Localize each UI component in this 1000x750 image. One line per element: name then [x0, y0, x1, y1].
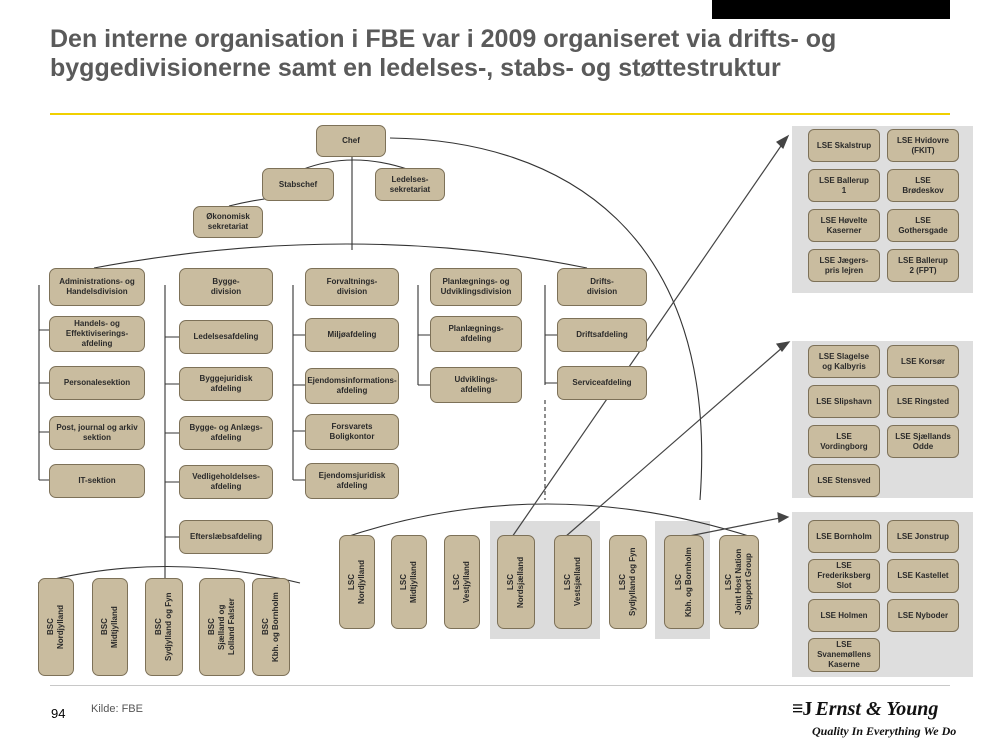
unit-efterslaeb: Efterslæbsafdeling	[179, 520, 273, 554]
footer-rule	[50, 685, 950, 686]
lse-hovelte-kaserner: LSE Høvelte Kaserner	[808, 209, 880, 242]
lse-stensved: LSE Stensved	[808, 464, 880, 497]
lse-slagelse-kalbyris: LSE Slagelse og Kalbyris	[808, 345, 880, 378]
ey-logo-mark-icon: ≡J	[792, 698, 812, 720]
unit-post-journal-arkiv: Post, journal og arkiv sektion	[49, 416, 145, 450]
lse-kastellet: LSE Kastellet	[887, 559, 959, 593]
unit-driftsafdeling: Driftsafdeling	[557, 318, 647, 352]
division-drift: Drifts- division	[557, 268, 647, 306]
lse-brodeskov: LSE Brødeskov	[887, 169, 959, 202]
lse-gothersgade: LSE Gothersgade	[887, 209, 959, 242]
bsc-midtjylland: BSC Midtjylland	[92, 578, 128, 676]
lsc-nordsjaelland: LSC Nordsjælland	[497, 535, 535, 629]
title-line-1: Den interne organisation i FBE var i 200…	[50, 25, 837, 53]
lse-vordingborg: LSE Vordingborg	[808, 425, 880, 458]
page-number: 94	[51, 706, 66, 721]
unit-miljoafdeling: Miljøafdeling	[305, 318, 399, 352]
lse-skalstrup: LSE Skalstrup	[808, 129, 880, 162]
lse-jonstrup: LSE Jonstrup	[887, 520, 959, 553]
unit-personalesektion: Personalesektion	[49, 366, 145, 400]
lsc-vestsjaelland: LSC Vestsjælland	[554, 535, 592, 629]
lsc-sydjylland-fyn: LSC Sydjylland og Fyn	[609, 535, 647, 629]
title-underline	[50, 113, 950, 115]
stabschef-box: Stabschef	[262, 168, 334, 201]
division-forvaltning: Forvaltnings- division	[305, 268, 399, 306]
unit-ejendomsinformation: Ejendomsinformations- afdeling	[305, 368, 399, 404]
lse-holmen: LSE Holmen	[808, 599, 880, 632]
bsc-sydjylland-fyn: BSC Sydjylland og Fyn	[145, 578, 183, 676]
ey-logo-name: Ernst & Young	[815, 698, 939, 720]
lsc-kbh-bornholm: LSC Kbh. og Bornholm	[664, 535, 704, 629]
unit-ledelsesafdeling: Ledelsesafdeling	[179, 320, 273, 354]
lse-sjaellands-odde: LSE Sjællands Odde	[887, 425, 959, 458]
unit-udviklingsafdeling: Udviklings- afdeling	[430, 367, 522, 403]
title-line-2: byggedivisionerne samt en ledelses-, sta…	[50, 54, 781, 82]
lse-nyboder: LSE Nyboder	[887, 599, 959, 632]
ey-tagline: Quality In Everything We Do	[812, 724, 957, 738]
lse-bornholm: LSE Bornholm	[808, 520, 880, 553]
unit-ejendomsjuridisk: Ejendomsjuridisk afdeling	[305, 463, 399, 499]
lse-hvidovre: LSE Hvidovre (FKIT)	[887, 129, 959, 162]
top-black-bar	[712, 0, 950, 19]
lse-ballerup-1: LSE Ballerup 1	[808, 169, 880, 202]
bsc-sjaelland-lolland-falster: BSC Sjælland og Lolland Falster	[199, 578, 245, 676]
okonomisk-sekretariat-box: Økonomisk sekretariat	[193, 206, 263, 238]
ledelsessekretariat-box: Ledelses- sekretariat	[375, 168, 445, 201]
division-planlaegning: Planlægnings- og Udviklingsdivision	[430, 268, 522, 306]
bsc-kbh-bornholm: BSC Kbh. og Bornholm	[252, 578, 290, 676]
lsc-midtjylland: LSC Midtjylland	[391, 535, 427, 629]
lsc-vestjylland: LSC Vestjylland	[444, 535, 480, 629]
lsc-nordjylland: LSC Nordjylland	[339, 535, 375, 629]
unit-serviceafdeling: Serviceafdeling	[557, 366, 647, 400]
unit-it-sektion: IT-sektion	[49, 464, 145, 498]
lse-jaegerspris: LSE Jægers- pris lejren	[808, 249, 880, 282]
lse-ringsted: LSE Ringsted	[887, 385, 959, 418]
unit-handels-effektivisering: Handels- og Effektiviserings- afdeling	[49, 316, 145, 352]
unit-bygge-anlaeg: Bygge- og Anlægs- afdeling	[179, 416, 273, 450]
lse-svanemollens-kaserne: LSE Svanemøllens Kaserne	[808, 638, 880, 672]
lse-slipshavn: LSE Slipshavn	[808, 385, 880, 418]
slide-title: Den interne organisation i FBE var i 200…	[50, 25, 950, 83]
unit-vedligeholdelse: Vedligeholdelses- afdeling	[179, 465, 273, 499]
lsc-joint-host-nation-support: LSC Joint Host Nation Support Group	[719, 535, 759, 629]
lse-korsor: LSE Korsør	[887, 345, 959, 378]
division-bygge: Bygge- division	[179, 268, 273, 306]
chef-box: Chef	[316, 125, 386, 157]
unit-byggejuridisk: Byggejuridisk afdeling	[179, 367, 273, 401]
unit-planlaegningsafdeling: Planlægnings- afdeling	[430, 316, 522, 352]
lse-frederiksberg-slot: LSE Frederiksberg Slot	[808, 559, 880, 593]
unit-forsvarets-boligkontor: Forsvarets Boligkontor	[305, 414, 399, 450]
source-note: Kilde: FBE	[91, 703, 143, 715]
bsc-nordjylland: BSC Nordjylland	[38, 578, 74, 676]
division-administration: Administrations- og Handelsdivision	[49, 268, 145, 306]
lse-ballerup-2: LSE Ballerup 2 (FPT)	[887, 249, 959, 282]
